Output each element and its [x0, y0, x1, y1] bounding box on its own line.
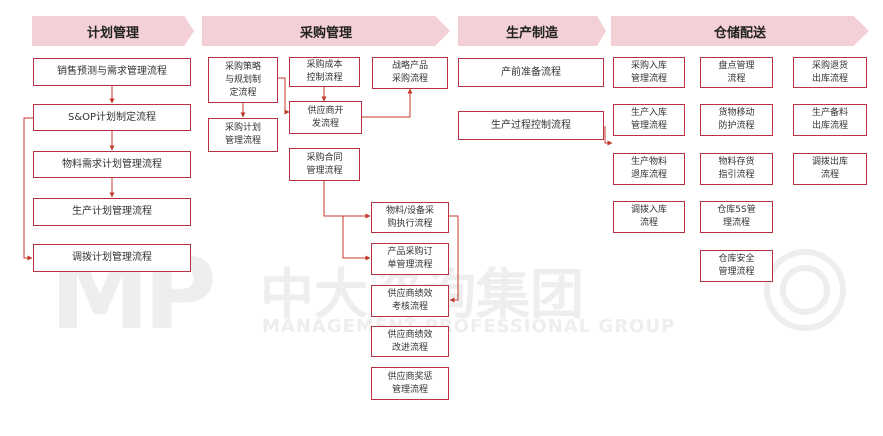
box-purchase-contract: 采购合同 管理流程 [289, 148, 360, 181]
box-purchase-plan: 采购计划 管理流程 [208, 118, 278, 152]
box-material-plan: 物料需求计划管理流程 [33, 151, 191, 178]
box-purchase-in: 采购入库 管理流程 [613, 57, 685, 88]
header-warehouse: 仓储配送 [611, 16, 869, 46]
box-transfer-in: 调拨入库 流程 [613, 201, 685, 233]
arrow-process-to-prodin [604, 126, 613, 146]
box-supplier-development: 供应商开 发流程 [289, 101, 362, 134]
box-production-return: 生产物料 退库流程 [613, 153, 685, 185]
box-process-control: 生产过程控制流程 [458, 111, 604, 140]
box-production-plan: 生产计划管理流程 [33, 198, 191, 226]
box-warehouse-safety: 仓库安全 管理流程 [700, 250, 773, 282]
box-transfer-out: 调拨出库 流程 [793, 153, 867, 185]
box-inventory-count: 盘点管理 流程 [700, 57, 773, 88]
box-order-mgmt: 产品采购订 单管理流程 [371, 243, 449, 275]
box-sales-forecast: 销售预测与需求管理流程 [33, 58, 191, 86]
arrow-supplier-to-strategic [362, 88, 413, 118]
box-supplier-perf-eval: 供应商绩效 考核流程 [371, 285, 449, 317]
box-pre-production: 产前准备流程 [458, 58, 604, 87]
box-warehouse-5s: 仓库5S管 理流程 [700, 201, 773, 233]
box-production-out: 生产备料 出库流程 [793, 104, 867, 136]
box-supplier-reward: 供应商奖惩 管理流程 [371, 367, 449, 400]
box-sop-plan: S&OP计划制定流程 [33, 104, 191, 131]
box-strategic-product: 战略产品 采购流程 [372, 57, 448, 89]
header-plan: 计划管理 [32, 16, 194, 46]
arrow-contract-to-order [342, 216, 371, 261]
box-stock-guide: 物料存货 指引流程 [700, 153, 773, 185]
box-transfer-plan: 调拨计划管理流程 [33, 244, 191, 272]
box-material-exec: 物料/设备采 购执行流程 [371, 202, 449, 233]
arrow-sop-to-transfer [23, 117, 33, 261]
header-purchase: 采购管理 [202, 16, 450, 46]
header-production: 生产制造 [458, 16, 606, 46]
box-goods-movement: 货物移动 防护流程 [700, 104, 773, 136]
arrow-strategy-to-supplier [278, 77, 290, 115]
box-purchase-cost: 采购成本 控制流程 [289, 57, 360, 87]
box-production-in: 生产入库 管理流程 [613, 104, 685, 136]
arrow-contract-to-exec [323, 180, 371, 219]
box-supplier-perf-improve: 供应商绩效 改进流程 [371, 326, 449, 357]
arrow-exec-to-perf [448, 215, 459, 303]
box-purchase-strategy: 采购策略 与规划制 定流程 [208, 57, 278, 103]
box-purchase-return: 采购退货 出库流程 [793, 57, 867, 88]
